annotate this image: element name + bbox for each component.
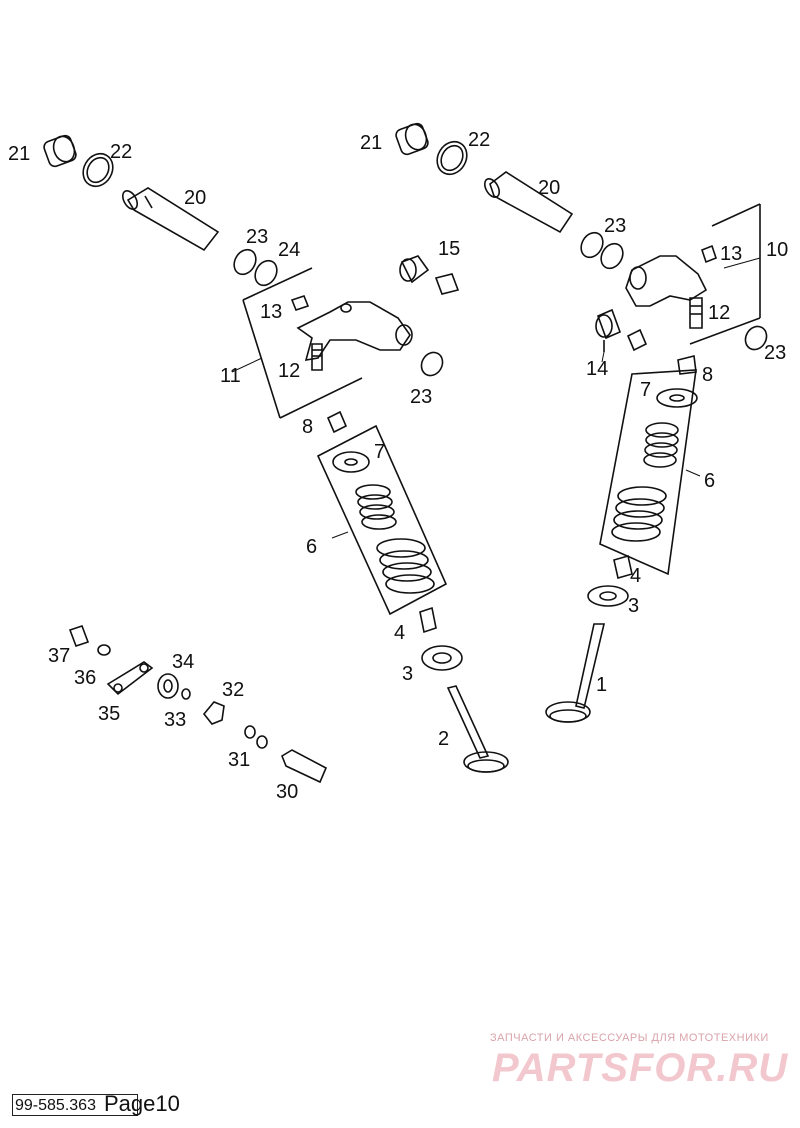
callout-8-left: 8	[302, 416, 313, 438]
callout-23-left: 23	[246, 226, 268, 248]
callout-2: 2	[438, 728, 449, 750]
callout-12-left: 12	[278, 360, 300, 382]
part-30-pin	[281, 749, 328, 784]
callout-23-mid: 23	[410, 386, 432, 408]
callout-13-left: 13	[260, 301, 282, 323]
watermark-tagline: ЗАПЧАСТИ И АКСЕССУАРЫ ДЛЯ МОТОТЕХНИКИ	[490, 1032, 769, 1044]
callout-33: 33	[164, 709, 186, 731]
callout-13-right: 13	[720, 243, 742, 265]
outer-spring-left	[376, 538, 435, 594]
part-23-left	[233, 248, 257, 276]
callout-37: 37	[48, 645, 70, 667]
callout-32: 32	[222, 679, 244, 701]
callout-4-right: 4	[630, 565, 641, 587]
bracket-10	[689, 203, 761, 345]
inner-spring-right	[643, 422, 679, 468]
callout-21-left: 21	[8, 143, 30, 165]
callout-8-right: 8	[702, 364, 713, 386]
callout-1: 1	[596, 674, 607, 696]
part-20-right	[483, 171, 574, 234]
callout-36: 36	[74, 667, 96, 689]
callout-20-left: 20	[184, 187, 206, 209]
outer-spring-right	[611, 486, 667, 542]
callout-23-far: 23	[764, 342, 786, 364]
callout-24: 24	[278, 239, 300, 261]
callout-7-right: 7	[640, 379, 651, 401]
callout-15: 15	[438, 238, 460, 260]
bracket-11	[242, 267, 363, 419]
callout-12-right: 12	[708, 302, 730, 324]
part-22-left	[82, 152, 114, 188]
callout-35: 35	[98, 703, 120, 725]
inner-spring-left	[355, 484, 397, 530]
part-code-box: 99-585.363	[12, 1094, 138, 1116]
page-label: Page10	[104, 1091, 180, 1116]
callout-11: 11	[220, 365, 241, 387]
callout-30: 30	[276, 781, 298, 803]
callout-20-right: 20	[538, 177, 560, 199]
part-20-left	[121, 187, 220, 252]
spring-box-left	[316, 424, 448, 616]
callout-14: 14	[586, 358, 608, 380]
rocker-arm-left	[296, 301, 411, 361]
callout-7-left: 7	[374, 441, 385, 463]
callout-6-left: 6	[306, 536, 317, 558]
callout-4-left: 4	[394, 622, 405, 644]
callout-6-right: 6	[704, 470, 715, 492]
valve-1	[545, 623, 606, 723]
part-32-spring	[202, 701, 225, 725]
callout-3-right: 3	[628, 595, 639, 617]
callout-22-left: 22	[110, 141, 132, 163]
callout-3-left: 3	[402, 663, 413, 685]
part-22-right	[436, 140, 468, 176]
callout-21-right: 21	[360, 132, 382, 154]
valve-2	[446, 685, 509, 773]
part-21-right	[395, 122, 429, 156]
part-21-left	[43, 134, 77, 168]
callout-23-right: 23	[604, 215, 626, 237]
callout-10: 10	[766, 239, 788, 261]
spring-box-right	[599, 369, 697, 576]
callout-22-right: 22	[468, 129, 490, 151]
watermark-brand: PARTSFOR.RU	[492, 1046, 789, 1090]
callout-34: 34	[172, 651, 194, 673]
callout-31: 31	[228, 749, 250, 771]
